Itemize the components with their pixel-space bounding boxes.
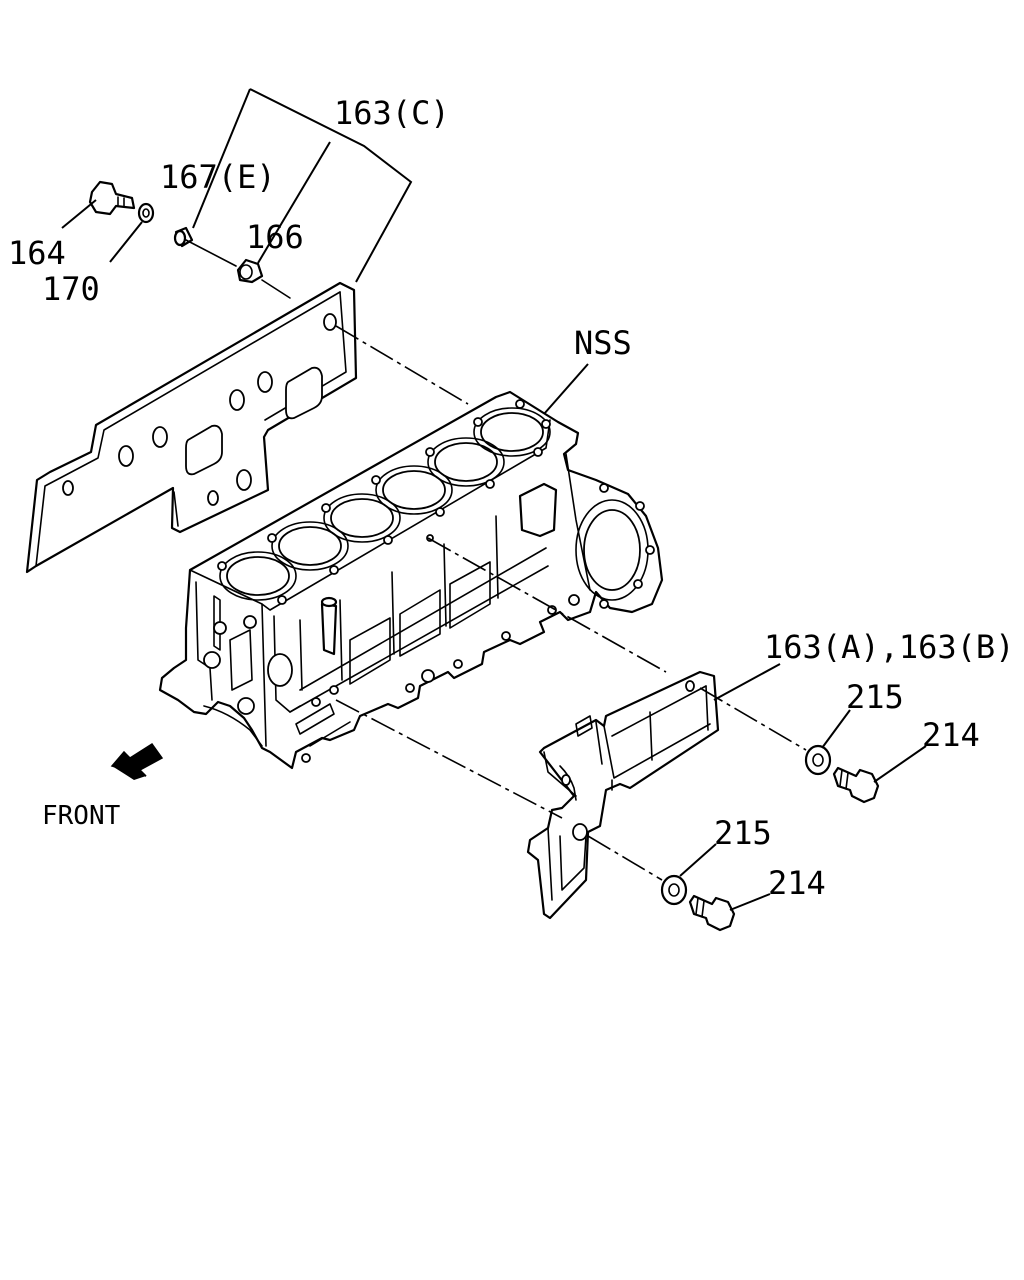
front-direction-arrow-icon [110,742,164,780]
washer-215-lower [660,874,688,906]
label-164: 164 [8,234,66,272]
label-167e: 167(E) [160,158,276,196]
label-214-upper: 214 [922,716,980,754]
top-gasket [25,281,358,574]
label-front: FRONT [42,801,121,831]
washer-215-upper [804,744,832,776]
bolt-164 [88,180,136,216]
cylinder-bore-4 [382,470,446,510]
cylinder-bore-6 [480,412,544,452]
label-215-lower: 215 [714,814,772,852]
cylinder-bore-1 [226,556,290,596]
label-163c: 163(C) [334,94,450,132]
label-215-upper: 215 [846,678,904,716]
label-214-lower: 214 [768,864,826,902]
bolt-214-upper [832,766,880,804]
label-166: 166 [246,218,304,256]
cylinder-bore-5 [434,442,498,482]
label-nss: NSS [574,324,632,362]
cylinder-bore-2 [278,526,342,566]
dowel-167e [173,226,194,248]
gasket-dowel-hole [323,313,337,331]
plug-166 [236,258,264,284]
label-170: 170 [42,270,100,308]
bolt-214-lower [688,894,736,932]
bracket-163c [192,88,413,283]
cylinder-block [158,390,664,770]
side-cover-163ab [526,670,720,920]
washer-170 [137,202,155,224]
cylinder-bore-3 [330,498,394,538]
label-163ab: 163(A),163(B) [764,628,1014,666]
